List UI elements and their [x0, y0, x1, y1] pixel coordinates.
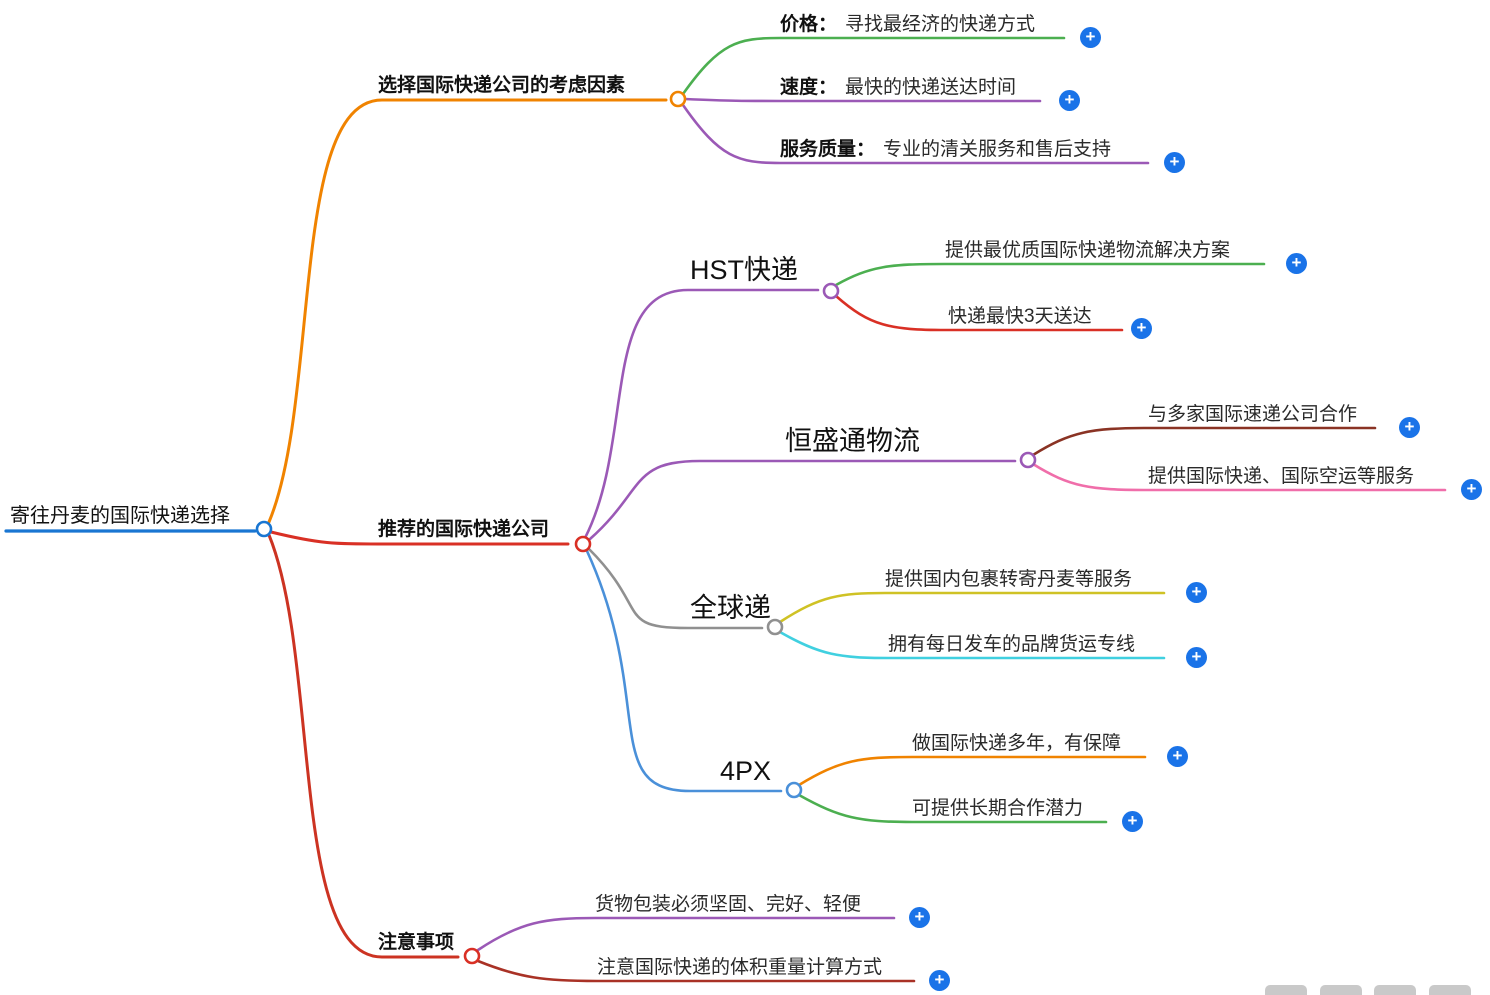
leaf-notes-point2[interactable]: 注意国际快递的体积重量计算方式 — [597, 957, 883, 978]
factor-text-service: 专业的清关服务和售后支持 — [883, 139, 1112, 160]
factor-key-speed: 速度： — [780, 77, 838, 98]
line-service — [681, 103, 1150, 165]
company-hengshengtong[interactable]: 恒盛通物流 — [785, 426, 920, 456]
line-4px-point2 — [797, 793, 1108, 824]
leaf-quanqiudi-point2[interactable]: 拥有每日发车的品牌货运专线 — [888, 634, 1136, 655]
expand-button-quanqiudi-point2[interactable]: + — [1186, 647, 1207, 668]
factor-item-price[interactable]: 价格： 寻找最经济的快递方式 — [780, 13, 1035, 36]
line-quanqiudi-point1 — [778, 591, 1166, 624]
expand-button-notes-point2[interactable]: + — [929, 970, 950, 991]
line-speed — [683, 97, 1042, 103]
line-hengshengtong-point2 — [1031, 462, 1447, 492]
company-4px[interactable]: 4PX — [720, 756, 772, 786]
factor-key-service: 服务质量： — [780, 139, 876, 160]
line-hst — [583, 288, 820, 540]
node-toggle-companies[interactable] — [574, 535, 592, 553]
branch-factors[interactable]: 选择国际快递公司的考虑因素 — [378, 75, 626, 96]
branch-line-factors — [267, 98, 668, 524]
factor-item-service[interactable]: 服务质量： 专业的清关服务和售后支持 — [780, 138, 1111, 161]
line-hst-point1 — [834, 262, 1266, 287]
line-hengshengtong — [588, 459, 1017, 541]
branch-line-companies — [269, 530, 570, 546]
expand-button-hst-point2[interactable]: + — [1131, 318, 1152, 339]
dock-button-2[interactable] — [1320, 985, 1362, 995]
dock-button-3[interactable] — [1374, 985, 1416, 995]
leaf-hst-point1[interactable]: 提供最优质国际快递物流解决方案 — [945, 240, 1231, 261]
line-notes-point2 — [476, 959, 916, 983]
line-4px-point1 — [797, 755, 1147, 787]
expand-button-price[interactable]: + — [1080, 27, 1101, 48]
node-toggle-hst[interactable] — [822, 282, 840, 300]
expand-button-hst-point1[interactable]: + — [1286, 253, 1307, 274]
factor-text-speed: 最快的快递送达时间 — [845, 77, 1017, 98]
expand-button-speed[interactable]: + — [1059, 90, 1080, 111]
line-quanqiudi-point2 — [778, 630, 1166, 660]
expand-button-4px-point2[interactable]: + — [1122, 811, 1143, 832]
line-hengshengtong-point1 — [1031, 426, 1377, 457]
node-toggle-factors[interactable] — [669, 90, 687, 108]
leaf-4px-point2[interactable]: 可提供长期合作潜力 — [912, 798, 1084, 819]
dock-button-4[interactable] — [1429, 985, 1471, 995]
expand-button-hengshengtong-point2[interactable]: + — [1461, 479, 1482, 500]
leaf-4px-point1[interactable]: 做国际快递多年，有保障 — [912, 733, 1122, 754]
node-toggle-notes[interactable] — [463, 947, 481, 965]
company-quanqiudi[interactable]: 全球递 — [690, 593, 771, 623]
factor-key-price: 价格： — [780, 14, 838, 35]
leaf-hst-point2[interactable]: 快递最快3天送达 — [948, 306, 1092, 327]
expand-button-service[interactable]: + — [1164, 152, 1185, 173]
line-notes-point1 — [476, 916, 896, 952]
leaf-hengshengtong-point2[interactable]: 提供国际快递、国际空运等服务 — [1148, 466, 1415, 487]
company-hst[interactable]: HST快递 — [690, 255, 798, 285]
node-toggle-quanqiudi[interactable] — [766, 618, 784, 636]
dock-button-1[interactable] — [1265, 985, 1307, 995]
branch-line-notes — [267, 533, 460, 959]
expand-button-4px-point1[interactable]: + — [1167, 746, 1188, 767]
line-quanqiudi — [587, 547, 764, 630]
branch-notes[interactable]: 注意事项 — [378, 932, 455, 953]
branch-companies[interactable]: 推荐的国际快递公司 — [378, 519, 550, 540]
factor-text-price: 寻找最经济的快递方式 — [845, 14, 1036, 35]
leaf-hengshengtong-point1[interactable]: 与多家国际速递公司合作 — [1148, 404, 1358, 425]
node-toggle-4px[interactable] — [785, 781, 803, 799]
root-node[interactable]: 寄往丹麦的国际快递选择 — [10, 505, 230, 527]
line-4px — [585, 549, 783, 793]
node-toggle-hengshengtong[interactable] — [1019, 451, 1037, 469]
expand-button-quanqiudi-point1[interactable]: + — [1186, 582, 1207, 603]
line-hst-point2 — [834, 294, 1124, 332]
expand-button-notes-point1[interactable]: + — [909, 907, 930, 928]
node-toggle-root[interactable] — [255, 520, 273, 538]
leaf-quanqiudi-point1[interactable]: 提供国内包裹转寄丹麦等服务 — [885, 569, 1133, 590]
expand-button-hengshengtong-point1[interactable]: + — [1399, 417, 1420, 438]
factor-item-speed[interactable]: 速度： 最快的快递送达时间 — [780, 76, 1016, 99]
leaf-notes-point1[interactable]: 货物包装必须坚固、完好、轻便 — [595, 894, 862, 915]
line-price — [681, 36, 1066, 96]
